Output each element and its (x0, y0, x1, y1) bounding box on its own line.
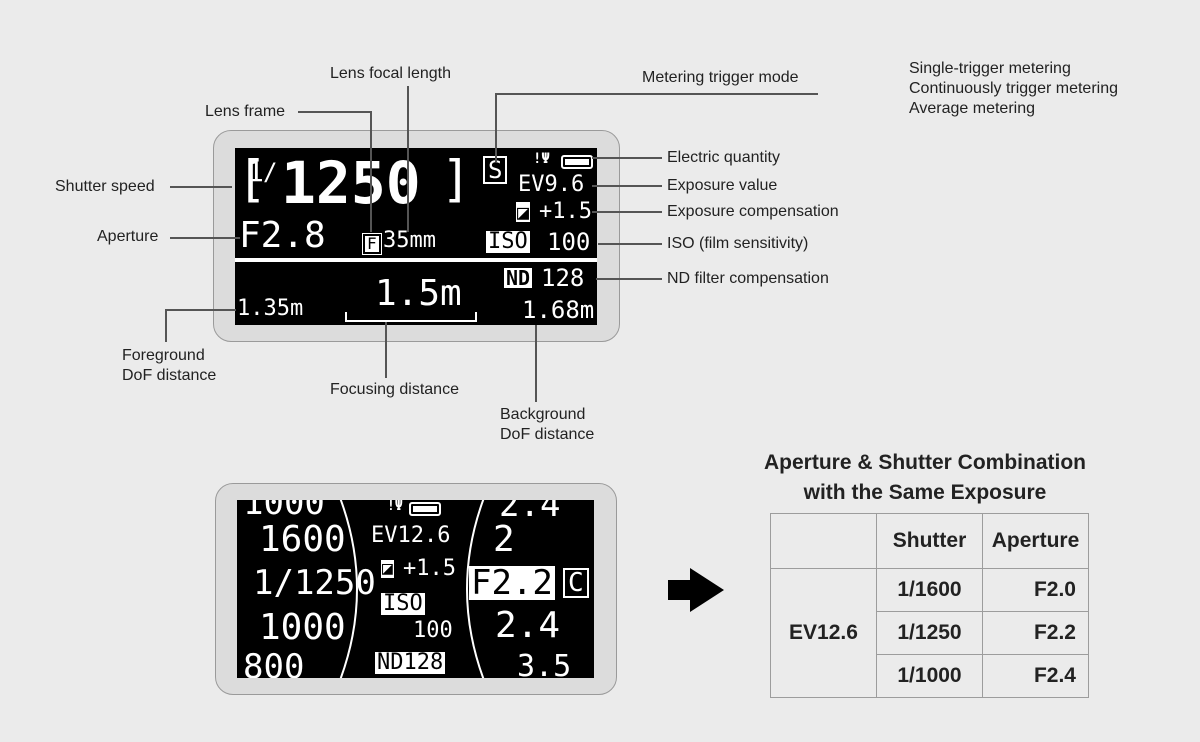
aperture-list-item-selected: F2.2 (469, 563, 555, 603)
table-header-empty (770, 513, 877, 569)
table-cell-aperture: F2.0 (982, 568, 1089, 612)
table-header-shutter: Shutter (876, 513, 983, 569)
focusing-distance-value: 1.5m (375, 273, 462, 314)
bracket-right: ] (441, 150, 472, 208)
label-exposure-value: Exposure value (667, 177, 778, 194)
signal-icon-2: !Ψ (387, 500, 403, 514)
label-shutter-speed: Shutter speed (55, 178, 155, 195)
shutter-list-item-4: 800 (243, 647, 305, 678)
aperture-list-item-3: 2.4 (495, 605, 561, 646)
leader-foreground (165, 309, 236, 342)
leader-metering-mode (495, 93, 818, 162)
shutter-numerator: 1 (247, 155, 264, 188)
metering-modes-list: Single-trigger metering Continuously tri… (909, 59, 1118, 119)
nd-value-2: ND128 (375, 650, 446, 675)
label-background-line2: DoF distance (500, 426, 595, 443)
exposure-compensation-value-2: +1.5 (403, 556, 456, 581)
label-foreground-line2: DoF distance (122, 367, 217, 384)
label-electric-quantity: Electric quantity (667, 149, 780, 166)
shutter-slash: / (263, 158, 278, 186)
label-background-dof: Background DoF distance (500, 405, 594, 445)
label-focusing-distance: Focusing distance (330, 381, 459, 398)
table-cell-aperture: F2.4 (982, 654, 1089, 698)
label-lens-focal-length: Lens focal length (330, 65, 451, 82)
table-cell-shutter: 1/1250 (876, 611, 983, 655)
table-cell-shutter: 1/1600 (876, 568, 983, 612)
battery-icon (561, 155, 593, 169)
table-row: 1/1000 F2.4 (771, 654, 1089, 698)
shutter-speed-value: 1250 (281, 149, 421, 217)
shutter-list-item-0: 1000 (243, 500, 325, 523)
label-lens-frame: Lens frame (205, 103, 286, 120)
bracket-left: [ (237, 150, 268, 208)
lcd-divider (235, 258, 597, 262)
continuous-mode-badge: C (563, 568, 589, 598)
combo-title-line1: Aperture & Shutter Combination (763, 451, 1086, 474)
aperture-shutter-table: Shutter Aperture EV12.6 1/1600 F2.0 1/12… (770, 513, 1089, 698)
aperture-list-item-4: 3.5 (517, 649, 572, 679)
label-iso: ISO (film sensitivity) (667, 235, 809, 252)
table-ev-cell: EV12.6 (770, 568, 877, 698)
signal-icon: !Ψ (533, 151, 550, 167)
battery-icon-2 (409, 502, 441, 516)
label-metering-trigger-mode: Metering trigger mode (642, 69, 799, 86)
table-cell-aperture: F2.2 (982, 611, 1089, 655)
aperture-list-item-0: 2.4 (499, 500, 561, 525)
aperture-list-item-1: 2 (493, 519, 515, 560)
aperture-value: F2.8 (239, 215, 326, 256)
background-dof-value: 1.68m (522, 296, 595, 324)
table-cell-shutter: 1/1000 (876, 654, 983, 698)
label-aperture: Aperture (97, 228, 159, 245)
label-foreground-dof: Foreground DoF distance (122, 346, 216, 386)
meter-lcd-combo: 1000 1600 1/1250 1000 800 !Ψ EV12.6 ◪ +1… (237, 500, 594, 678)
shutter-list-item-selected: 1/1250 (253, 563, 376, 603)
focus-bracket (345, 312, 477, 322)
iso-value-2: 100 (413, 618, 453, 643)
exposure-compensation-icon: ◪ (516, 200, 531, 224)
shutter-list-item-3: 1000 (259, 607, 346, 648)
foreground-dof-value: 1.35m (237, 296, 304, 321)
metering-mode-single: Single-trigger metering (909, 60, 1071, 77)
iso-label-2: ISO (381, 591, 425, 616)
focal-length-value: 35mm (383, 228, 436, 253)
label-foreground-line1: Foreground (122, 347, 205, 364)
label-exposure-compensation: Exposure compensation (667, 203, 839, 220)
metering-mode-average: Average metering (909, 100, 1035, 117)
exposure-compensation-icon-2: ◪ (381, 558, 394, 579)
table-row: 1/1250 F2.2 (771, 611, 1089, 655)
leader-lens-frame (298, 111, 372, 232)
shutter-list-item-1: 1600 (259, 519, 346, 560)
combo-title-line2: with the Same Exposure (803, 481, 1047, 504)
table-row: EV12.6 1/1600 F2.0 (770, 568, 1089, 698)
label-background-line1: Background (500, 406, 586, 423)
iso-value: 100 (547, 228, 591, 256)
nd-value: 128 (541, 264, 585, 292)
lens-frame-badge: F (362, 233, 382, 255)
exposure-value: EV9.6 (518, 172, 585, 197)
label-nd-filter: ND filter compensation (667, 270, 829, 287)
exposure-compensation-value: +1.5 (539, 199, 592, 224)
nd-label: ND (504, 266, 533, 290)
exposure-value-2: EV12.6 (371, 523, 451, 548)
table-header-aperture: Aperture (982, 513, 1089, 569)
combo-table-title: Aperture & Shutter Combination with the … (700, 448, 1150, 508)
iso-label: ISO (486, 229, 530, 254)
meter-lcd-main: 1 / 1250 [ ] S !Ψ EV9.6 ◪ +1.5 F2.8 F 35… (235, 148, 597, 325)
table-header-row: Shutter Aperture (770, 513, 1089, 569)
arrow-right-icon (668, 568, 724, 612)
lcd-arc-dividers (339, 500, 485, 678)
metering-mode-continuous: Continuously trigger metering (909, 80, 1118, 97)
